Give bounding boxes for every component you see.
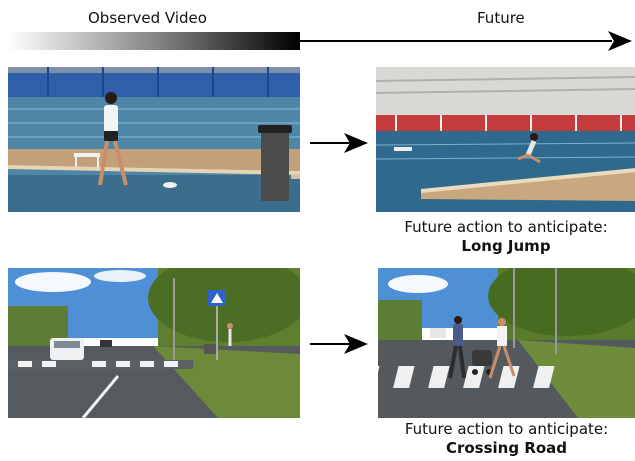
future-frame-crossing-road bbox=[378, 268, 635, 418]
example-2-action-label: Crossing Road bbox=[445, 439, 568, 457]
observed-frame-long-jump bbox=[8, 67, 300, 212]
example-1-caption-prefix: Future action to anticipate: bbox=[404, 218, 608, 236]
example-1-action-label: Long Jump bbox=[461, 237, 551, 255]
example-1-caption: Future action to anticipate: Long Jump bbox=[376, 218, 635, 256]
example-2-caption-prefix: Future action to anticipate: bbox=[404, 420, 609, 438]
example-1-arrow-icon bbox=[310, 133, 368, 153]
example-2-caption: Future action to anticipate: Crossing Ro… bbox=[378, 420, 635, 458]
observed-video-label: Observed Video bbox=[88, 9, 207, 27]
future-label: Future bbox=[477, 9, 525, 27]
timeline bbox=[8, 31, 632, 51]
example-2-arrow-icon bbox=[310, 334, 368, 354]
observed-gradient-bar bbox=[8, 32, 300, 50]
timeline-arrowhead-icon bbox=[608, 31, 632, 51]
future-frame-long-jump bbox=[376, 67, 635, 212]
observed-frame-crossing-road bbox=[8, 268, 300, 418]
